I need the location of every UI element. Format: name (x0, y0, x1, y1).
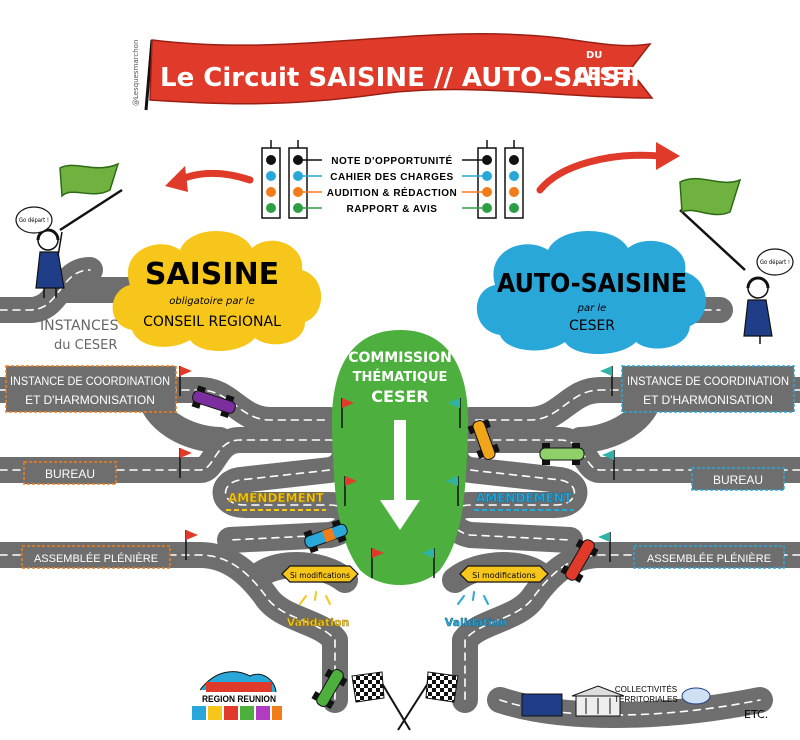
teal-flag-icon (448, 398, 460, 408)
arrow-right (536, 151, 664, 194)
commission-arrow-icon (394, 420, 406, 502)
saisine-cloud: SAISINE obligatoire par le CONSEIL REGIO… (112, 230, 322, 352)
checkered-flags-icon (351, 671, 459, 731)
autosaisine-line2: CESER (569, 318, 615, 334)
legend-item-note: NOTE D'OPPORTUNITÉ (331, 154, 452, 167)
saisine-line2: CONSEIL REGIONAL (143, 314, 281, 330)
left-pleniere-label: ASSEMBLÉE PLÉNIÈRE (34, 552, 158, 565)
legend-item-audition: AUDITION & RÉDACTION (327, 186, 458, 199)
starter-left-speech: Go départ ! (19, 217, 49, 224)
red-flag-icon (180, 448, 192, 458)
title-banner: Le Circuit SAISINE // AUTO-SAISINE DU CE… (132, 33, 670, 111)
legend: NOTE D'OPPORTUNITÉ CAHIER DES CHARGES AU… (302, 154, 482, 215)
commission-line1: COMMISSION (348, 350, 452, 366)
partner-logo-icon (681, 687, 711, 705)
left-instance-coordination: INSTANCE DE COORDINATION ET D'HARMONISAT… (5, 365, 177, 413)
teal-flag-icon (422, 548, 434, 558)
left-amendement: AMENDEMENT (226, 491, 326, 511)
traffic-lights-right (477, 140, 524, 219)
right-bottom-logos: COLLECTIVITÉS TERRITORIALES ETC. (521, 685, 768, 721)
title-du: DU (586, 50, 602, 61)
race-car-red-icon (560, 538, 599, 583)
left-validation: Validation (287, 591, 350, 629)
right-amendement-label: AMENDEMENT (476, 491, 573, 505)
traffic-lights-left (261, 140, 308, 219)
illustrator-credit: @Lesquesmarchon (132, 40, 140, 106)
right-pleniere: ASSEMBLÉE PLÉNIÈRE (633, 545, 785, 569)
right-validation-label: Validation (445, 616, 508, 629)
institution-building-icon (521, 693, 563, 717)
autosaisine-line1: par le (577, 303, 607, 314)
saisine-title: SAISINE (145, 257, 279, 292)
autosaisine-cloud: AUTO-SAISINE par le CESER (476, 230, 706, 354)
autosaisine-title: AUTO-SAISINE (497, 269, 687, 299)
right-amendement: AMENDEMENT (474, 491, 574, 511)
saisine-line1: obligatoire par le (169, 296, 254, 307)
right-coord-line2: ET D'HARMONISATION (643, 393, 773, 407)
commission-line3: CESER (371, 387, 428, 406)
starter-right: Go départ ! (679, 177, 794, 344)
red-flag-icon (342, 398, 354, 408)
teal-flag-icon (598, 532, 610, 542)
right-si-modif-label: Si modifications (472, 571, 536, 580)
instances-label-line1: INSTANCES (40, 318, 119, 334)
starter-left: Go départ ! (15, 162, 123, 298)
right-pleniere-label: ASSEMBLÉE PLÉNIÈRE (647, 552, 771, 565)
left-validation-label: Validation (287, 616, 350, 629)
region-reunion-label: REGION REUNION (202, 694, 276, 704)
teal-flag-icon (600, 366, 612, 376)
left-flags (179, 366, 384, 578)
left-si-modif-label: Si modifications (290, 571, 350, 580)
title-text: Le Circuit SAISINE // AUTO-SAISINE (160, 63, 670, 93)
right-coord-line1: INSTANCE DE COORDINATION (627, 374, 789, 388)
left-amendement-label: AMENDEMENT (228, 491, 325, 505)
green-flag-icon (679, 177, 742, 216)
left-bureau-label: BUREAU (45, 467, 95, 481)
collectivites-line1: COLLECTIVITÉS (615, 685, 677, 694)
right-si-modif-sign: Si modifications (459, 565, 549, 583)
commission-blob: COMMISSION THÉMATIQUE CESER (331, 330, 469, 585)
red-flag-icon (372, 548, 384, 558)
instances-label-line2: du CESER (54, 338, 117, 353)
red-flag-icon (180, 366, 192, 376)
race-car-green-icon (311, 668, 348, 710)
red-flag-icon (345, 476, 357, 486)
left-pleniere: ASSEMBLÉE PLÉNIÈRE (21, 545, 171, 569)
green-flag-icon (59, 162, 120, 198)
starter-right-speech: Go départ ! (760, 259, 790, 266)
title-ceser: CESER (574, 64, 639, 85)
race-car-purple-icon (191, 385, 236, 419)
right-validation: Validation (445, 591, 508, 629)
legend-item-rapport: RAPPORT & AVIS (347, 204, 438, 215)
region-reunion-logo: REGION REUNION (192, 671, 282, 720)
left-coord-line2: ET D'HARMONISATION (25, 393, 155, 407)
teal-flag-icon (446, 476, 458, 486)
commission-line2: THÉMATIQUE (353, 369, 448, 385)
race-car-blue-icon (303, 519, 348, 554)
collectivites-line2: TERRITORIALES (614, 695, 677, 704)
left-coord-line1: INSTANCE DE COORDINATION (10, 374, 170, 388)
left-si-modif-sign: Si modifications (281, 565, 359, 583)
arrow-right-head (656, 142, 680, 170)
right-bureau: BUREAU (691, 467, 785, 491)
race-car-lightgreen-icon (539, 443, 585, 465)
right-flags (422, 366, 615, 578)
left-bureau: BUREAU (23, 461, 117, 485)
race-car-yellow-icon (467, 419, 500, 460)
red-flag-icon (186, 530, 198, 540)
teal-flag-icon (602, 450, 614, 460)
arrow-left-head (165, 166, 188, 192)
right-instance-coordination: INSTANCE DE COORDINATION ET D'HARMONISAT… (621, 365, 795, 413)
legend-item-cahier: CAHIER DES CHARGES (330, 172, 453, 183)
right-bureau-label: BUREAU (713, 473, 763, 487)
etc-label: ETC. (744, 708, 768, 721)
